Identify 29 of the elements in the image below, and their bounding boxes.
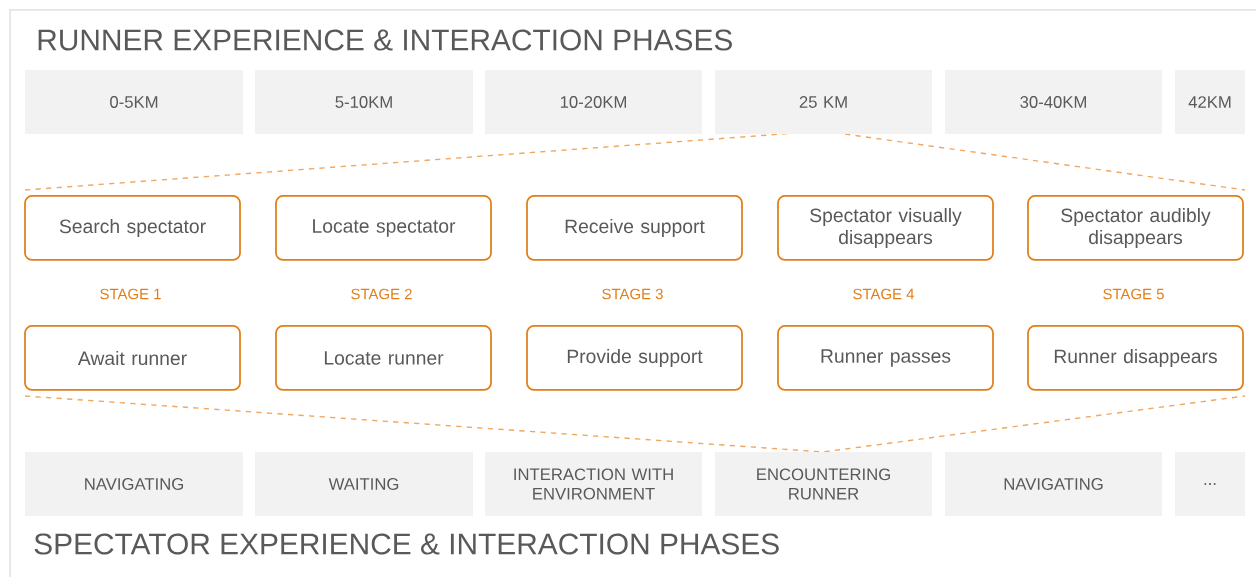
phase-box: ... [1175, 452, 1245, 516]
phase-box: NAVIGATING [25, 452, 243, 516]
stage-box: Runner passes [777, 325, 994, 391]
phase-box: 10-20KM [485, 70, 702, 134]
stage-label: STAGE 2 [351, 288, 412, 300]
stage-box: Locate runner [275, 325, 492, 391]
stage-box: Locate spectator [275, 195, 492, 261]
stage-label: STAGE 1 [100, 288, 161, 300]
stage-label: STAGE 4 [853, 288, 915, 300]
caption: SPECTATOR EXPERIENCE & INTERACTION PHASES [34, 533, 779, 555]
stage-box: Runner disappears [1027, 325, 1244, 391]
phase-box: 25 KM [715, 70, 932, 134]
stage-box: Receive support [526, 195, 743, 261]
title: RUNNER EXPERIENCE & INTERACTION PHASES [38, 29, 732, 51]
phase-box: 0-5KM [25, 70, 243, 134]
phase-box: 30-40KM [945, 70, 1162, 134]
phase-box: INTERACTION WITH ENVIRONMENT [485, 452, 702, 516]
phase-box: 42KM [1175, 70, 1245, 134]
phase-box: NAVIGATING [945, 452, 1162, 516]
phase-box: 5-10KM [255, 70, 473, 134]
stage-box: Spectator visually disappears [777, 195, 994, 261]
stage-box: Search spectator [24, 195, 241, 261]
phase-box: ENCOUNTERING RUNNER [715, 452, 932, 516]
stage-box: Provide support [526, 325, 743, 391]
stage-label: STAGE 3 [602, 288, 663, 300]
stage-label: STAGE 5 [1103, 288, 1164, 300]
stage-box: Spectator audibly disappears [1027, 195, 1244, 261]
phase-box: WAITING [255, 452, 473, 516]
stage-box: Await runner [24, 325, 241, 391]
